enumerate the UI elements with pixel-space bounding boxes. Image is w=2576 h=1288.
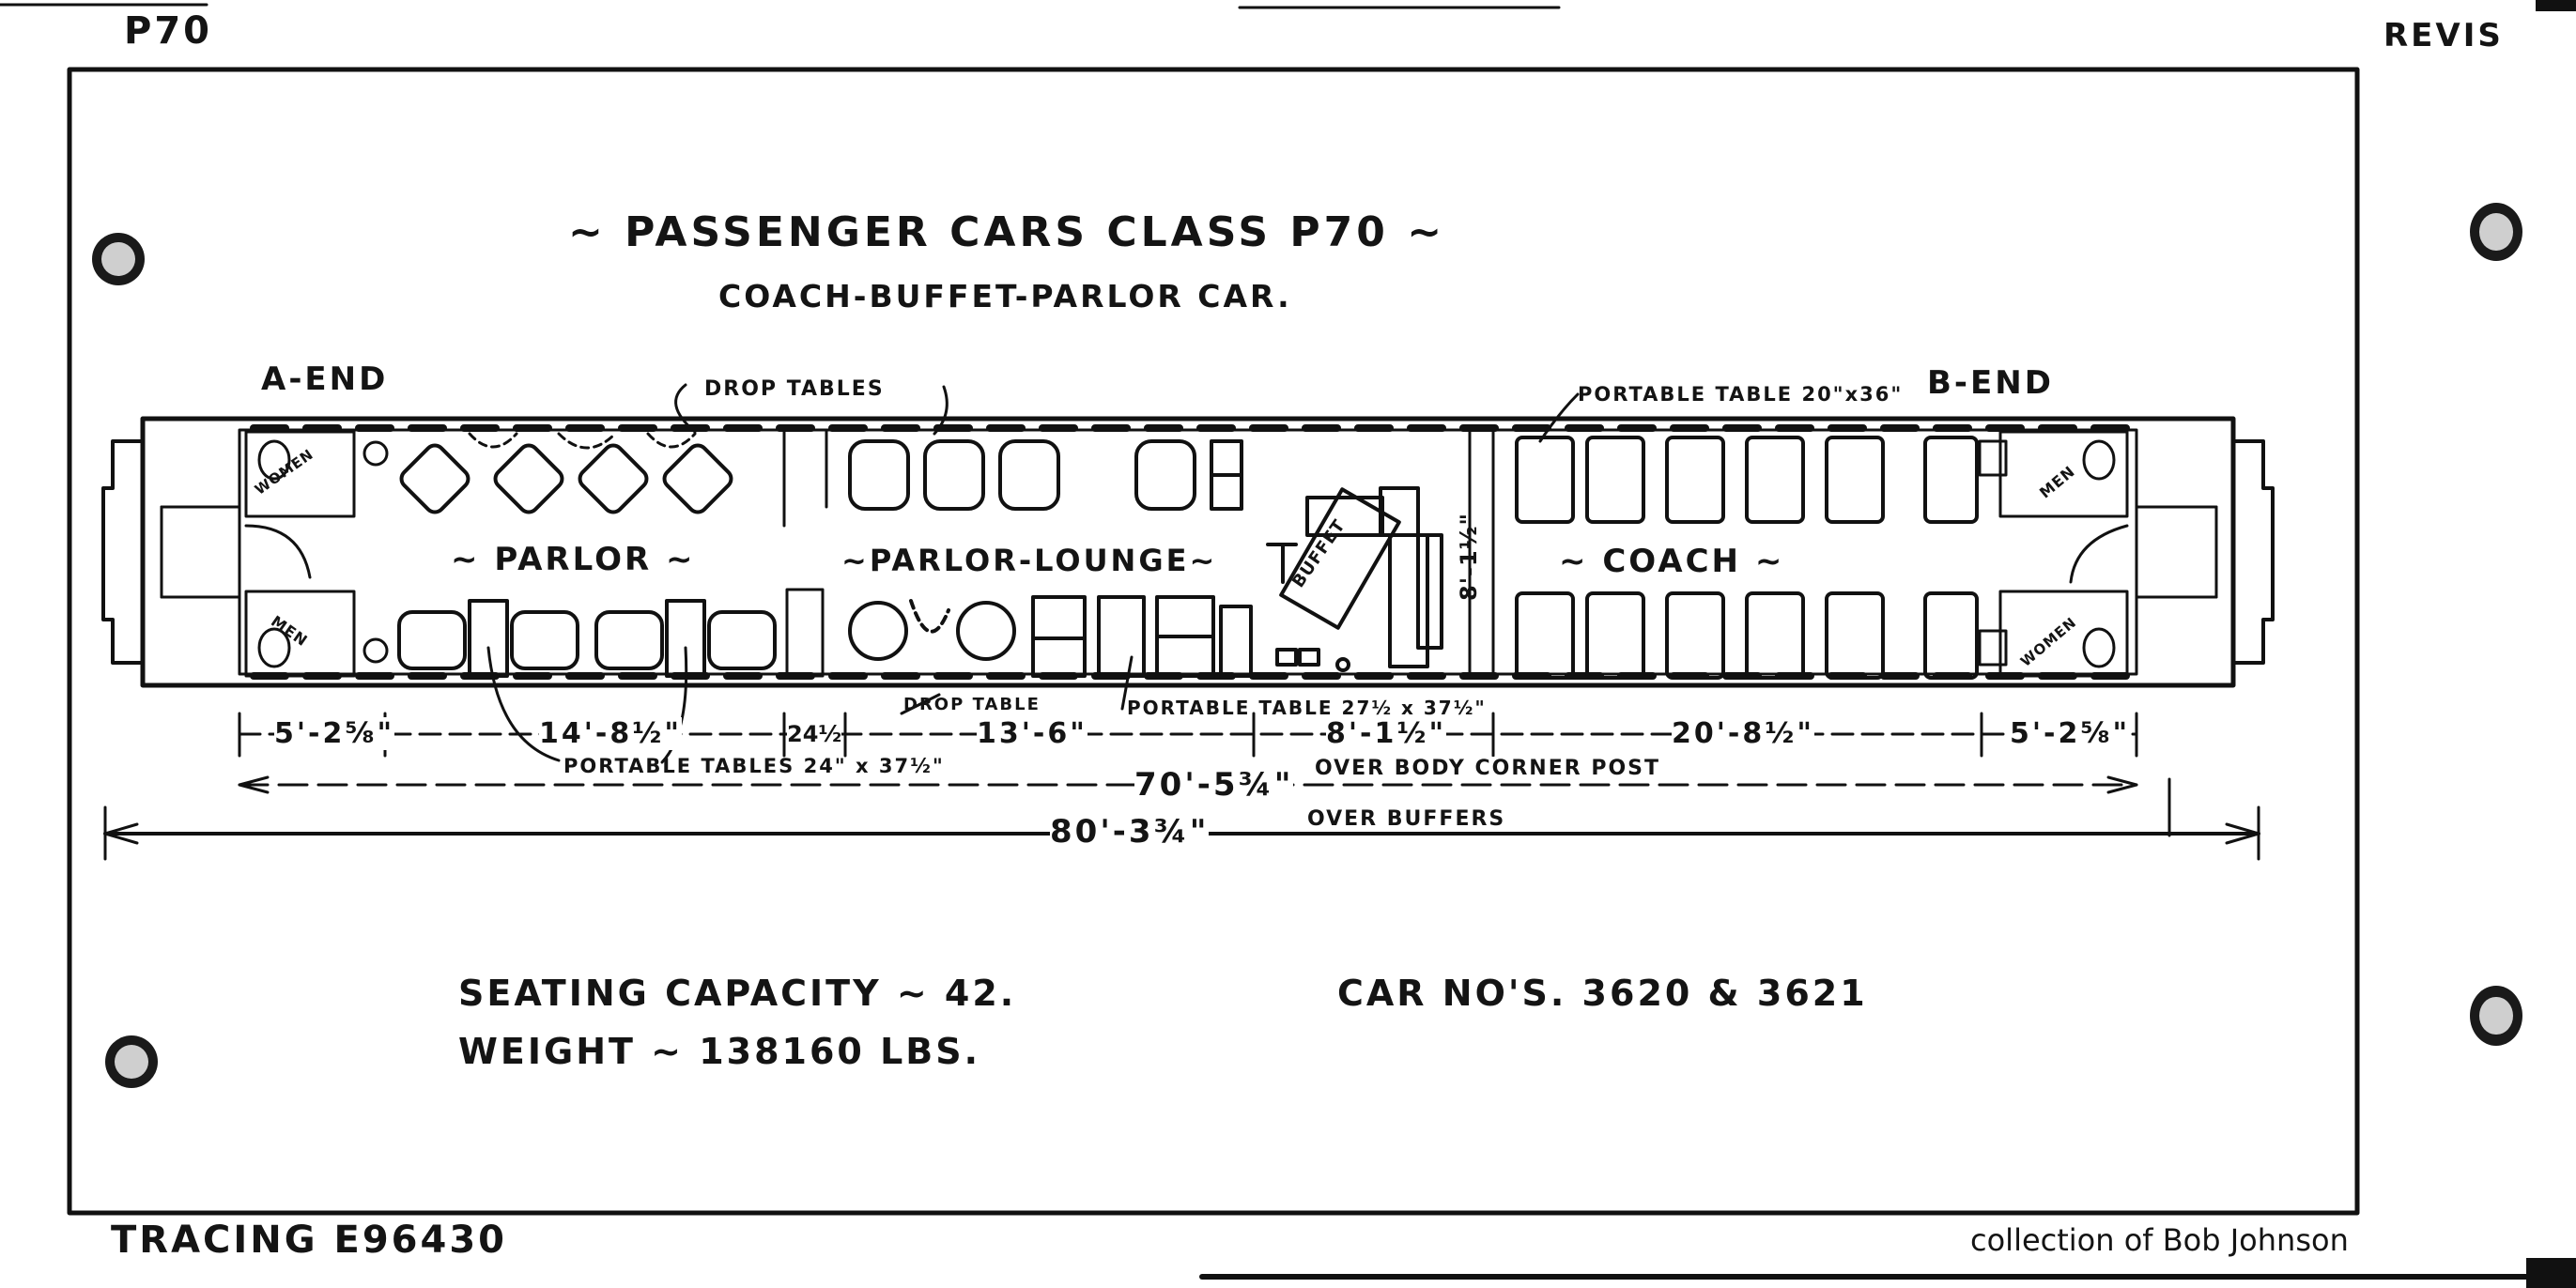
dimension-parlor: 14'-8½" [539, 717, 682, 750]
portable-tables-bottom-callout: PORTABLE TABLES 24" x 37½" [563, 755, 945, 777]
dimension-body-length: 70'-5¾" [1134, 766, 1294, 804]
a-end-label: A-END [261, 360, 389, 398]
portable-table-top-callout: PORTABLE TABLE 20"x36" [1578, 383, 1904, 406]
binder-hole-top-right [2470, 203, 2522, 261]
dimension-parlor-lounge: 13'-6" [977, 717, 1087, 750]
dimension-passage: 24½ [787, 721, 842, 747]
binder-hole-bottom-left [105, 1035, 158, 1088]
tracing-number: TRACING E96430 [111, 1219, 507, 1262]
binder-hole-bottom-right [2470, 986, 2522, 1046]
dimension-buffet: 8'-1½" [1326, 717, 1447, 750]
collection-credit: collection of Bob Johnson [1970, 1222, 2349, 1258]
dimension-b-end-vestibule: 5'-2⅝" [2010, 717, 2131, 750]
revision-label: REVIS [2383, 17, 2504, 54]
drawing-title: ~ PASSENGER CARS CLASS P70 ~ [568, 208, 1446, 256]
drawing-subtitle: COACH-BUFFET-PARLOR CAR. [718, 278, 1292, 314]
dimension-buffers-length: 80'-3¾" [1050, 813, 1210, 851]
drop-table-callout: DROP TABLE [903, 695, 1041, 714]
binder-hole-top-left [92, 233, 145, 285]
seating-capacity: SEATING CAPACITY ~ 42. [458, 973, 1017, 1014]
portable-table-mid-callout: PORTABLE TABLE 27½ x 37½" [1127, 697, 1487, 719]
b-end-label: B-END [1927, 364, 2054, 402]
dimension-coach: 20'-8½" [1672, 717, 1814, 750]
parlor-section-label: ~ PARLOR ~ [451, 541, 696, 578]
parlor-lounge-section-label: ~PARLOR-LOUNGE~ [841, 543, 1218, 578]
car-weight: WEIGHT ~ 138160 LBS. [458, 1031, 981, 1072]
dimension-a-end-vestibule: 5'-2⅝" [274, 717, 395, 750]
car-body [140, 416, 2236, 688]
drawing-border [67, 67, 2360, 1216]
coach-section-label: ~ COACH ~ [1559, 543, 1785, 580]
dimension-buffers-note: OVER BUFFERS [1307, 807, 1506, 831]
car-numbers: CAR NO'S. 3620 & 3621 [1337, 973, 1868, 1014]
sheet-id-label: P70 [124, 9, 212, 53]
drop-tables-callout: DROP TABLES [704, 377, 885, 401]
dimension-body-note: OVER BODY CORNER POST [1315, 757, 1660, 780]
dimension-vertical-buffet: 8'-1½" [1456, 512, 1482, 601]
